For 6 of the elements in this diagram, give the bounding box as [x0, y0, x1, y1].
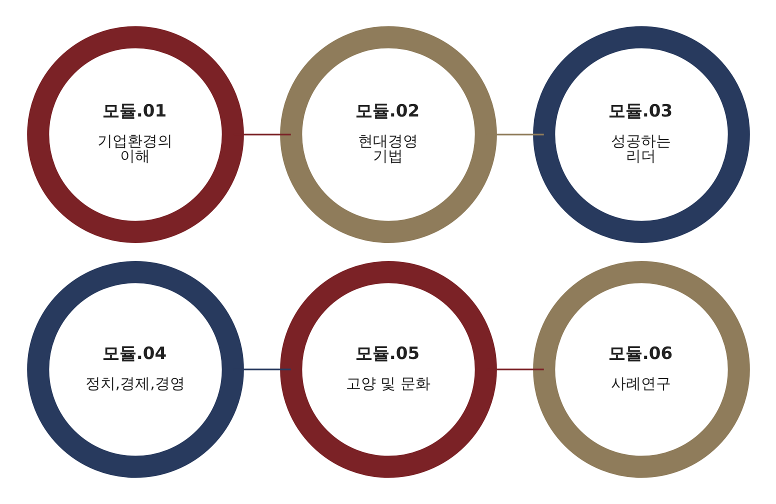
node-circle: 모듈.02 현대경영 기법 — [280, 26, 496, 243]
node-circle: 모듈.06 사례연구 — [532, 261, 750, 478]
node-circle: 모듈.05 고양 및 문화 — [280, 261, 496, 478]
node-circle: 모듈.01 기업환경의 이해 — [26, 26, 244, 243]
node-circle: 모듈.03 성공하는 리더 — [532, 26, 750, 243]
node-circle: 모듈.04 정치,경제,경영 — [26, 261, 244, 478]
